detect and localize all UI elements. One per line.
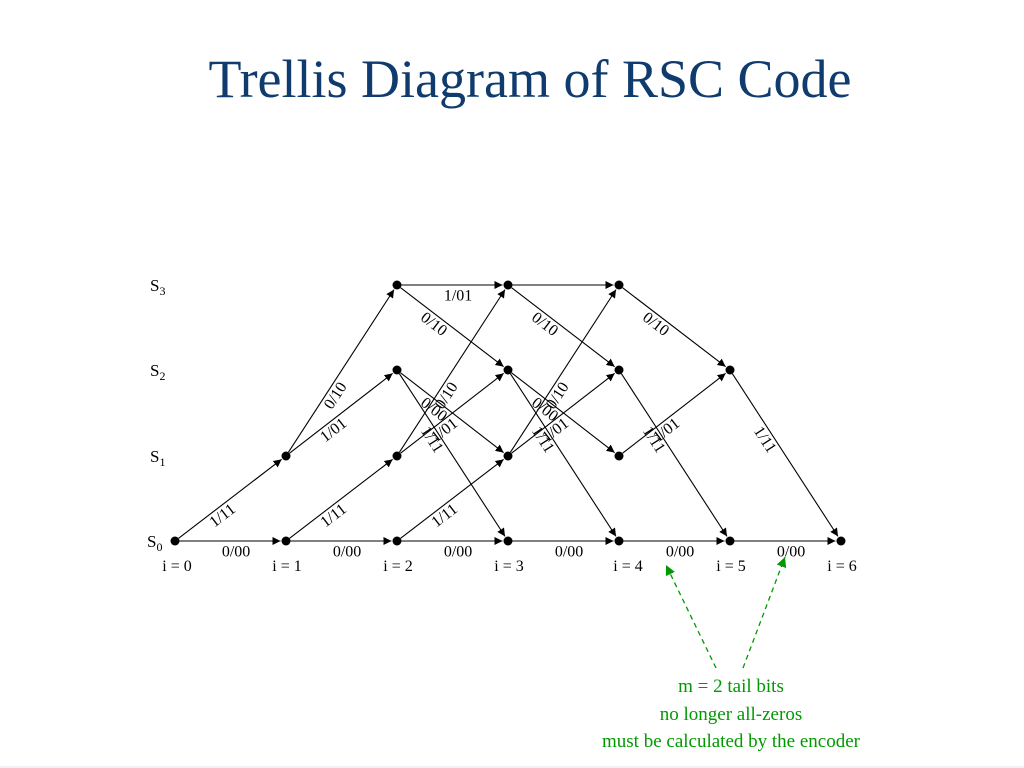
trellis-node xyxy=(281,536,291,546)
trellis-node xyxy=(503,280,513,290)
branch-label: 1/11 xyxy=(750,424,779,457)
trellis-branch xyxy=(400,458,504,539)
time-step-label: i = 2 xyxy=(383,558,412,575)
trellis-branch xyxy=(511,372,615,454)
trellis-node xyxy=(503,365,513,375)
branch-label: 0/00 xyxy=(444,544,472,561)
branch-label: 0/00 xyxy=(555,544,583,561)
state-label: S2 xyxy=(150,361,165,383)
trellis-branch xyxy=(289,372,393,454)
branch-layer xyxy=(178,281,839,545)
time-label-layer: i = 0 i = 1 i = 2 i = 3 i = 4 i = 5 i = 6 xyxy=(162,558,856,575)
trellis-branch xyxy=(287,289,395,453)
trellis-branch xyxy=(511,287,615,368)
time-step-label: i = 6 xyxy=(827,558,856,575)
trellis-node xyxy=(503,451,513,461)
trellis-branch xyxy=(398,289,506,453)
trellis-branch xyxy=(731,373,839,537)
trellis-node xyxy=(614,280,624,290)
trellis-node xyxy=(614,536,624,546)
trellis-branch xyxy=(509,373,617,537)
branch-label: 0/10 xyxy=(417,309,450,340)
branch-label: 1/11 xyxy=(428,501,460,531)
branch-label: 0/00 xyxy=(777,544,805,561)
branch-label: 0/10 xyxy=(528,309,561,340)
trellis-node xyxy=(392,365,402,375)
branch-label: 0/00 xyxy=(222,544,250,561)
annotation-arrow-i4 xyxy=(665,564,717,669)
trellis-node xyxy=(281,451,291,461)
trellis-node xyxy=(170,536,180,546)
annotation-line: m = 2 tail bits xyxy=(678,676,784,697)
trellis-node xyxy=(725,365,735,375)
trellis-branch xyxy=(400,372,504,454)
node-layer xyxy=(170,280,846,546)
branch-label: 0/10 xyxy=(321,379,351,412)
trellis-branch xyxy=(622,287,726,368)
trellis-branch xyxy=(620,373,728,537)
trellis-node xyxy=(836,536,846,546)
trellis-node xyxy=(392,451,402,461)
time-step-label: i = 5 xyxy=(716,558,745,575)
annotation-arrow-i5 xyxy=(742,556,787,669)
state-label-layer: S0 S1 S2 S3 xyxy=(147,276,165,554)
time-step-label: i = 0 xyxy=(162,558,191,575)
trellis-node xyxy=(392,280,402,290)
trellis-branch xyxy=(622,372,726,454)
tail-bits-annotation: m = 2 tail bits no longer all-zeros must b… xyxy=(602,556,861,752)
annotation-line: no longer all-zeros xyxy=(660,704,802,725)
bottom-rule xyxy=(0,766,1024,768)
time-step-label: i = 1 xyxy=(272,558,301,575)
branch-label: 0/00 xyxy=(666,544,694,561)
trellis-branch xyxy=(178,458,282,539)
trellis-branch xyxy=(398,373,506,537)
branch-label: 1/01 xyxy=(444,288,472,305)
time-step-label: i = 3 xyxy=(494,558,523,575)
trellis-node xyxy=(614,365,624,375)
trellis-node xyxy=(392,536,402,546)
branch-label: 0/10 xyxy=(639,309,672,340)
slide-title: Trellis Diagram of RSC Code xyxy=(208,49,852,109)
annotation-line: must be calculated by the encoder xyxy=(602,731,861,752)
branch-label: 1/11 xyxy=(206,501,238,531)
trellis-node xyxy=(725,536,735,546)
trellis-node xyxy=(503,536,513,546)
trellis-branch xyxy=(509,289,617,453)
trellis-branch xyxy=(400,287,504,368)
branch-label: 0/00 xyxy=(333,544,361,561)
state-label: S3 xyxy=(150,276,165,298)
state-label: S1 xyxy=(150,447,165,469)
trellis-branch xyxy=(289,458,393,539)
branch-label: 1/01 xyxy=(317,415,350,446)
branch-label: 1/11 xyxy=(317,501,349,531)
time-step-label: i = 4 xyxy=(613,558,642,575)
state-label: S0 xyxy=(147,532,162,554)
trellis-node xyxy=(614,451,624,461)
